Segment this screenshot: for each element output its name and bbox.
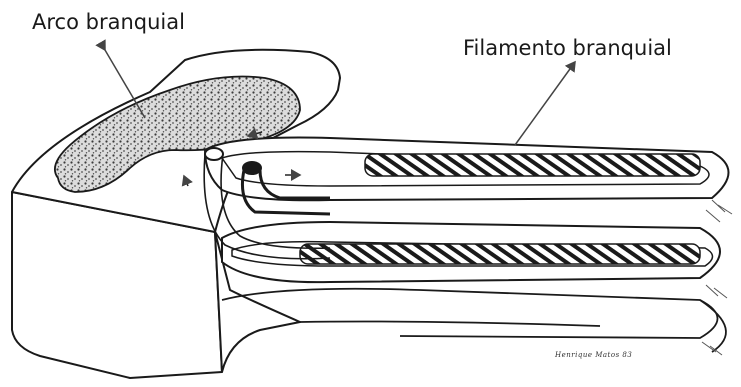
gill-arch-label: Arco branquial	[32, 10, 185, 34]
upper-lamellae-hatching	[365, 154, 700, 176]
lower-lamellae-hatching	[300, 244, 700, 264]
shading-strokes	[702, 200, 732, 355]
artist-signature: Henrique Matos 83	[555, 351, 632, 359]
upper-filament	[205, 138, 729, 201]
lower-filament	[222, 222, 720, 282]
filament-pointer-line	[515, 62, 575, 145]
gill-filament-label: Filamento branquial	[463, 36, 672, 60]
